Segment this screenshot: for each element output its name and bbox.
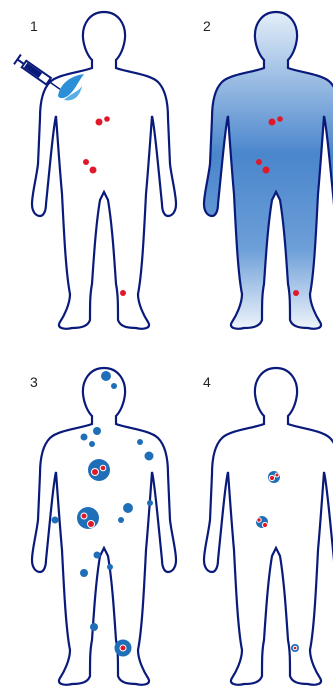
red-dot [90,167,97,174]
red-dot [263,167,270,174]
figure-4 [204,368,333,685]
body-outline-4 [204,368,333,685]
body-outline-1 [32,12,176,329]
red-dot [269,119,276,126]
body-outline-3 [32,368,176,685]
red-dot [96,119,103,126]
red-dot [104,116,110,122]
red-dot [293,290,299,296]
red-dot [120,290,126,296]
figure-3 [32,368,176,685]
red-dot [83,159,89,165]
red-dot [277,116,283,122]
figure-1 [32,12,176,329]
red-dot [256,159,262,165]
